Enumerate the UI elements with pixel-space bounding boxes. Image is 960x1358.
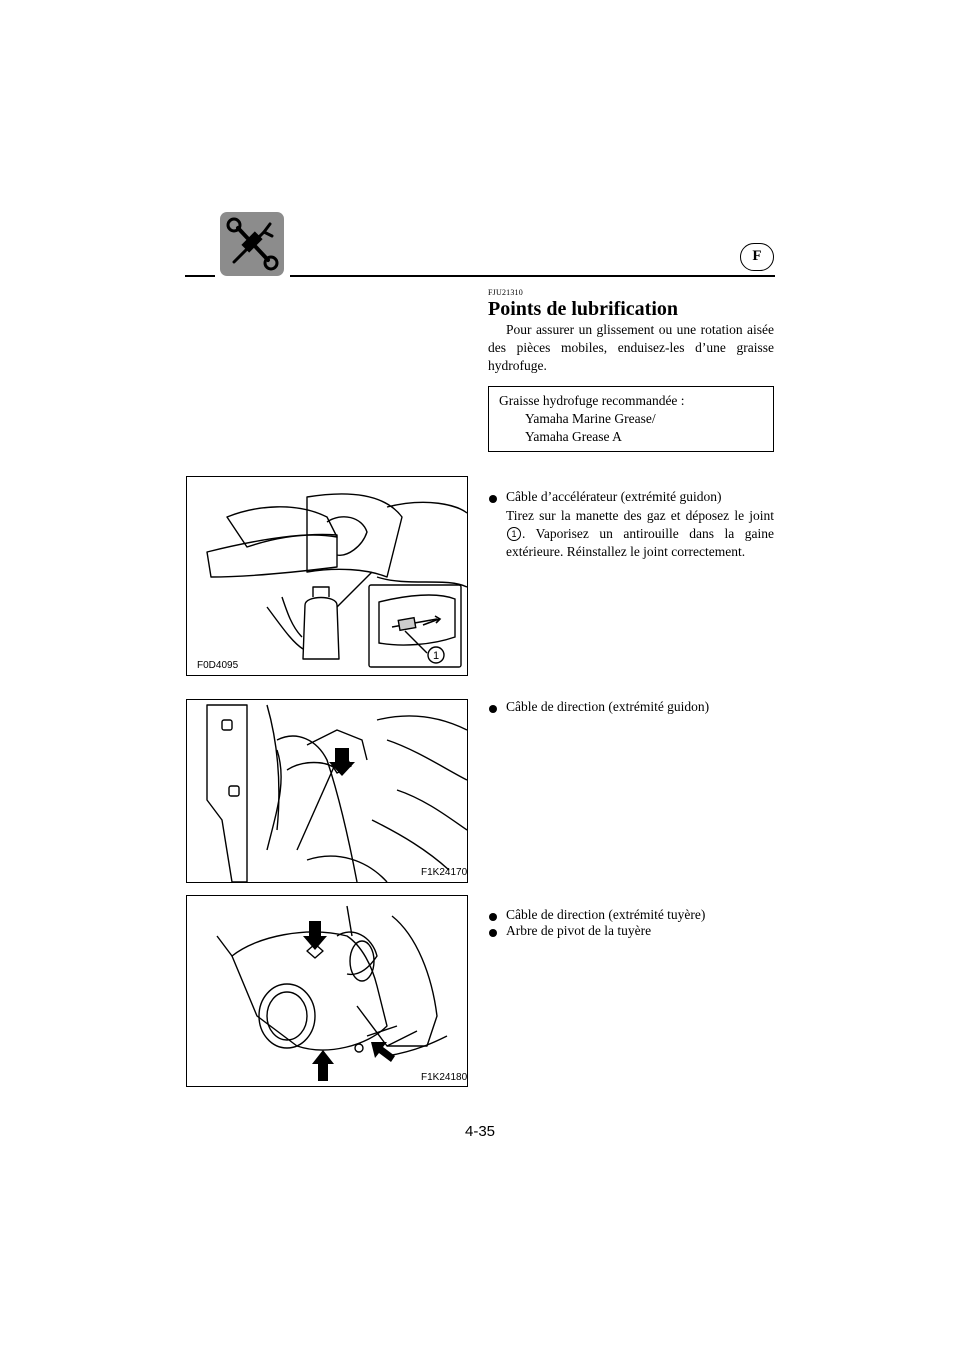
item-nozzle-pivot-shaft-label: Arbre de pivot de la tuyère	[506, 923, 652, 938]
bullet-icon	[489, 913, 497, 921]
figure-code: F0D4095	[197, 660, 239, 671]
nozzle-illustration	[216, 905, 448, 1081]
intro-paragraph: Pour assurer un glissement ou une rotati…	[488, 322, 774, 373]
throttle-cable-illustration: 1	[206, 493, 467, 668]
figure-callout-1: 1	[433, 650, 439, 662]
section-code: FJU21310	[488, 288, 523, 297]
figure-steering-nozzle: F1K24180	[186, 895, 468, 1087]
description-text: Tirez sur la manette des gaz et déposez …	[506, 508, 774, 523]
reference-callout: 1	[507, 527, 521, 541]
figure-code: F1K24170	[421, 867, 468, 878]
section-title: Points de lubrification	[488, 298, 679, 320]
language-badge: F	[740, 243, 774, 271]
figure-code: F1K24180	[421, 1072, 468, 1083]
header-rule	[290, 275, 775, 277]
figure-steering-cable-handlebar: F1K24170	[186, 699, 468, 883]
item-throttle-cable-label: Câble d’accélérateur (extrémité guidon)	[506, 489, 722, 504]
page-number: 4-35	[464, 1123, 496, 1140]
steering-cable-illustration	[206, 704, 467, 882]
figure-throttle-cable: 1 F0D4095	[186, 476, 468, 676]
item-steering-cable-nozzle-label: Câble de direction (extrémité tuyère)	[506, 907, 706, 922]
grease-product-2: Yamaha Grease A	[525, 429, 622, 444]
item-steering-cable-handlebar-label: Câble de direction (extrémité guidon)	[506, 699, 710, 714]
item-throttle-cable-description: Tirez sur la manette des gaz et déposez …	[506, 507, 774, 561]
header-rule	[185, 275, 215, 277]
bullet-icon	[489, 929, 497, 937]
grease-recommendation-box: Graisse hydrofuge recommandée : Yamaha M…	[488, 386, 774, 452]
bullet-icon	[489, 495, 497, 503]
grease-product-1: Yamaha Marine Grease/	[525, 411, 656, 426]
maintenance-tools-icon	[220, 212, 284, 276]
description-text: . Vaporisez un antirouille dans la gaine…	[506, 526, 774, 559]
bullet-icon	[489, 705, 497, 713]
grease-box-label: Graisse hydrofuge recommandée :	[499, 393, 685, 408]
